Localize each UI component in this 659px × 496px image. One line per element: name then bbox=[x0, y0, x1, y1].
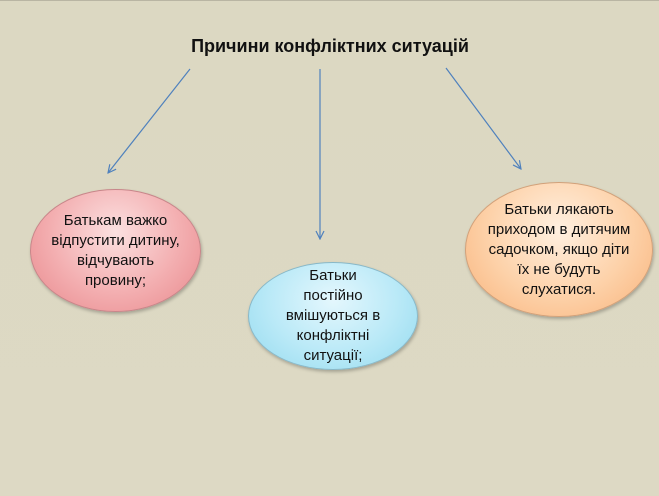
diagram-title: Причини конфліктних ситуацій bbox=[191, 36, 469, 56]
arrow-to-right-node bbox=[445, 67, 521, 169]
cause-node-center: Батьки постійно вмішуються в конфліктні … bbox=[248, 262, 418, 370]
cause-node-right-text: Батьки лякають приходом в дитячим садочк… bbox=[487, 200, 631, 298]
cause-node-center-text: Батьки постійно вмішуються в конфліктні … bbox=[285, 267, 381, 364]
cause-node-left: Батькам важко відпустити дитину, відчува… bbox=[30, 189, 201, 312]
arrow-to-left-node bbox=[108, 68, 191, 173]
cause-node-left-text: Батькам важко відпустити дитину, відчува… bbox=[51, 211, 180, 289]
cause-node-right: Батьки лякають приходом в дитячим садочк… bbox=[465, 182, 653, 317]
